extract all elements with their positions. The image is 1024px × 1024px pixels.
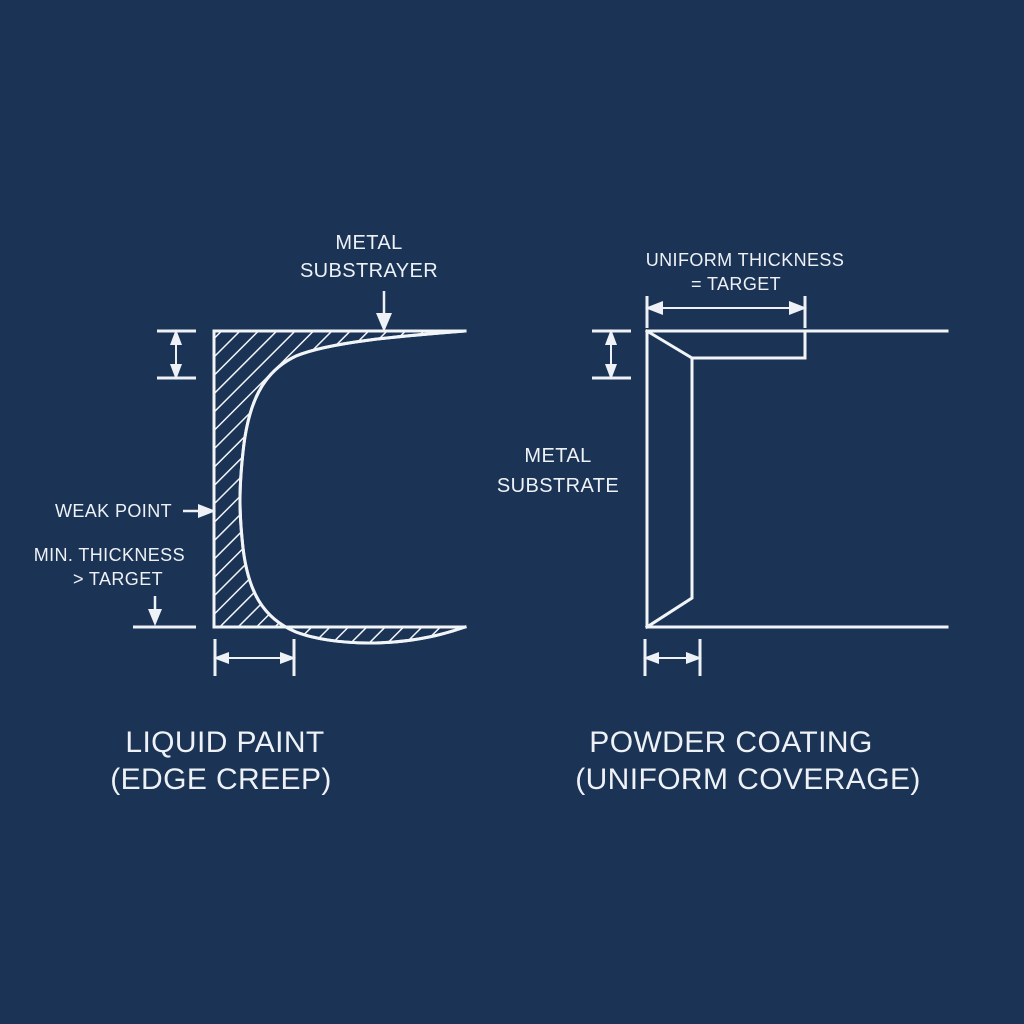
left-panel-liquid-paint: METAL SUBSTRAYER WEAK POINT MIN. THICKNE… bbox=[34, 232, 467, 796]
liquid-substrate-label-line2: SUBSTRAYER bbox=[300, 260, 438, 282]
liquid-vertical-thickness-dimension bbox=[157, 329, 196, 380]
liquid-coating-inner-profile bbox=[238, 329, 467, 645]
min-thickness-label-line2: > TARGET bbox=[73, 569, 163, 589]
liquid-horizontal-width-dimension bbox=[213, 639, 296, 676]
powder-vertical-thickness-dimension bbox=[592, 329, 631, 380]
min-thickness-leader-arrow bbox=[148, 609, 162, 626]
right-panel-powder-coating: UNIFORM THICKNESS = TARGET METAL SUBSTRA… bbox=[497, 250, 949, 796]
liquid-substrate-callout: METAL SUBSTRAYER bbox=[300, 232, 438, 332]
powder-horizontal-width-dimension bbox=[643, 639, 702, 676]
powder-coating-caption-line1: POWDER COATING bbox=[589, 726, 872, 759]
liquid-substrate-label-line1: METAL bbox=[335, 232, 402, 254]
uniform-thickness-label-line2: = TARGET bbox=[691, 274, 781, 294]
min-thickness-label-line1: MIN. THICKNESS bbox=[34, 545, 185, 565]
uniform-thickness-dimension: UNIFORM THICKNESS = TARGET bbox=[645, 250, 844, 328]
liquid-paint-caption-line2: (EDGE CREEP) bbox=[110, 763, 332, 796]
powder-coating-inner-profile-vertical bbox=[644, 356, 694, 630]
liquid-paint-caption-line1: LIQUID PAINT bbox=[125, 726, 324, 759]
weak-point-label: WEAK POINT bbox=[55, 501, 172, 521]
min-thickness-callout: MIN. THICKNESS > TARGET bbox=[34, 545, 196, 629]
uniform-thickness-label-line1: UNIFORM THICKNESS bbox=[646, 250, 844, 270]
weak-point-leader-arrow bbox=[198, 504, 216, 518]
powder-substrate-label-line2: SUBSTRATE bbox=[497, 475, 619, 497]
liquid-substrate-leader-arrow bbox=[376, 313, 392, 332]
weak-point-callout: WEAK POINT bbox=[55, 501, 216, 521]
powder-coating-caption-line2: (UNIFORM COVERAGE) bbox=[575, 763, 921, 796]
powder-substrate-label-line1: METAL bbox=[524, 445, 591, 467]
